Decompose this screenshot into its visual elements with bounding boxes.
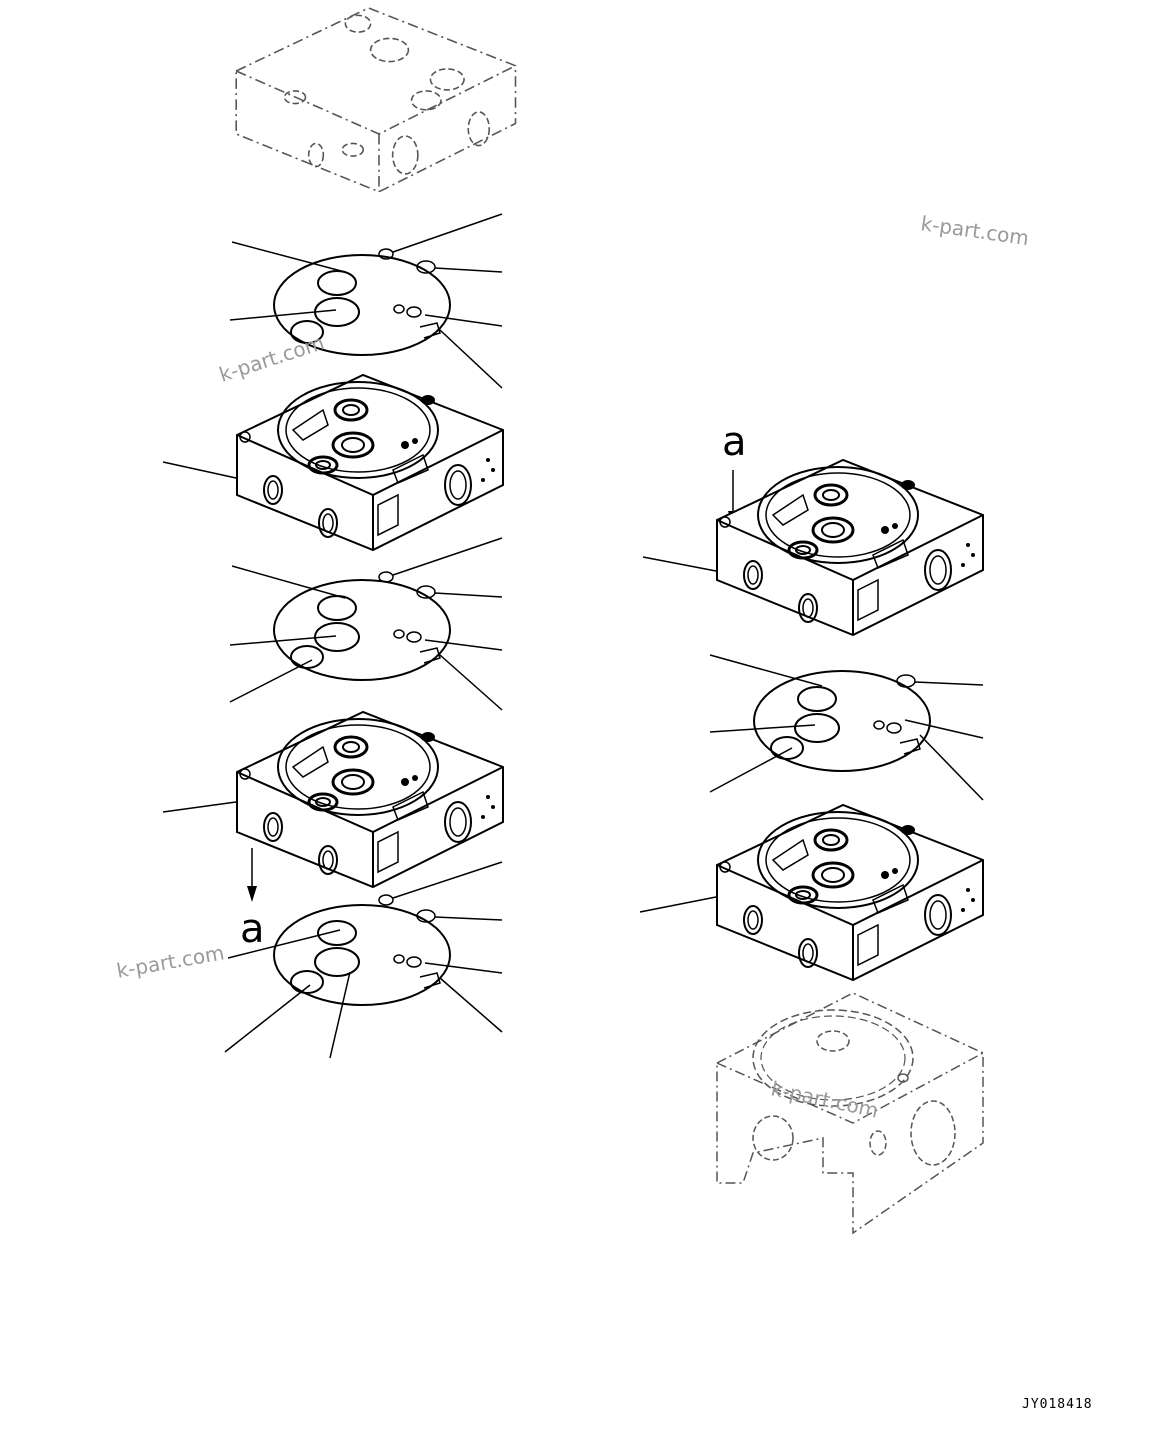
gasket-plate-3 <box>273 904 451 1006</box>
marker-a-left: a <box>240 906 265 952</box>
valve-section-3 <box>715 458 985 637</box>
o-ring-4a <box>896 674 916 688</box>
leader-lines-1 <box>229 213 503 389</box>
gasket-plate-2 <box>273 579 451 681</box>
o-ring-3b <box>416 909 436 923</box>
phantom-cover-top <box>235 7 517 193</box>
leader-lines-4 <box>709 654 984 801</box>
leader-lines-3 <box>224 861 503 1059</box>
watermark-2: k-part.com <box>216 330 327 386</box>
section-arrow-a-left: a <box>240 848 265 952</box>
watermark-3: k-part.com <box>115 940 226 983</box>
leader-block-3 <box>642 556 717 572</box>
marker-a-right: a <box>722 419 747 465</box>
drawing-code: JY018418 <box>1022 1397 1093 1412</box>
leader-block-4 <box>639 896 717 913</box>
o-ring-3a <box>378 894 394 906</box>
gasket-plate-4 <box>753 670 931 772</box>
leader-lines-2 <box>229 537 503 711</box>
o-ring-1a <box>378 248 394 260</box>
valve-section-4 <box>715 803 985 982</box>
o-ring-2a <box>378 571 394 583</box>
watermark-1: k-part.com <box>919 211 1030 250</box>
o-ring-2b <box>416 585 436 599</box>
valve-section-1 <box>235 373 505 552</box>
leader-block-1 <box>162 461 237 479</box>
valve-section-2 <box>235 710 505 889</box>
o-ring-1b <box>416 260 436 274</box>
leader-block-2 <box>162 801 237 813</box>
phantom-body-bottom <box>716 992 984 1235</box>
